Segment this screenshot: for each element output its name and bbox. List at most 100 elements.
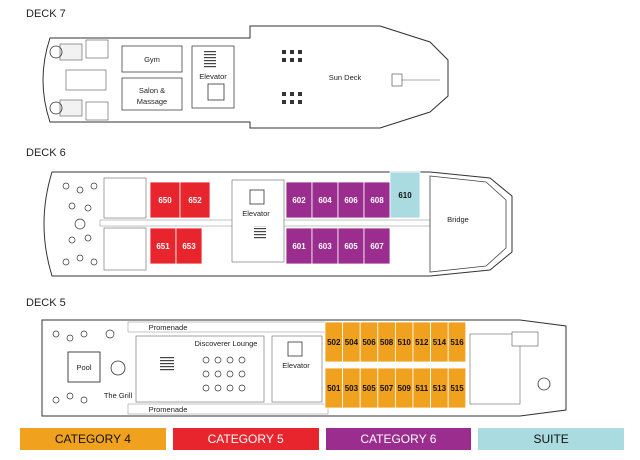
deck-7: DECK 7 Gym Salon & Massage Elevator Sun … <box>26 8 449 129</box>
deck-5: DECK 5 Promenade Promenade Pool The Gril… <box>26 297 567 417</box>
cabin-501-label: 501 <box>327 384 341 393</box>
deck-5-outdoor-seating <box>52 329 115 404</box>
deck-5-title: DECK 5 <box>26 297 66 309</box>
promenade-top-label: Promenade <box>149 323 188 332</box>
cabin-607[interactable]: 607 <box>363 227 391 265</box>
cabin-502[interactable]: 502 <box>324 321 344 363</box>
cabin-652-room[interactable] <box>179 181 211 219</box>
cabin-503[interactable]: 503 <box>342 367 361 409</box>
cabin-605-label: 605 <box>344 242 358 251</box>
elevator-icon <box>287 341 303 357</box>
cabin-608-label: 608 <box>370 196 384 205</box>
category-legend: CATEGORY 4 CATEGORY 5 CATEGORY 6 SUITE <box>20 428 624 450</box>
cabin-505-label: 505 <box>362 384 376 393</box>
cabin-501[interactable]: 501 <box>324 367 344 409</box>
spiral-stair-icon <box>49 101 63 115</box>
cabin-506-label: 506 <box>362 338 376 347</box>
sun-deck-furniture <box>282 50 302 104</box>
cabin-606-room[interactable] <box>337 181 365 219</box>
legend-category-6: CATEGORY 6 <box>325 428 472 450</box>
cabin-508-label: 508 <box>380 338 394 347</box>
cabin-511-label: 511 <box>415 384 428 393</box>
cabin-608-room[interactable] <box>363 181 391 219</box>
cabin-509[interactable]: 509 <box>394 367 414 409</box>
legend-suite: SUITE <box>478 428 624 450</box>
cabin-514-label: 514 <box>433 338 447 347</box>
lounge-seating <box>202 356 246 392</box>
cabin-515[interactable]: 515 <box>447 367 467 409</box>
massage-label: Massage <box>137 97 167 106</box>
elevator-icon <box>249 189 265 205</box>
cabin-610-room[interactable] <box>389 171 421 219</box>
cabin-651-room[interactable] <box>149 227 177 265</box>
anchor-icon <box>537 377 551 391</box>
cabin-603-label: 603 <box>318 242 332 251</box>
legend-category-6-label: CATEGORY 6 <box>360 432 437 446</box>
pool-label: Pool <box>76 363 91 372</box>
bridge-area <box>429 175 507 273</box>
cabin-605-room[interactable] <box>337 227 365 265</box>
cabin-604[interactable]: 604 <box>311 181 339 219</box>
hot-tub-icon <box>110 360 126 376</box>
cabin-504[interactable]: 504 <box>342 321 361 363</box>
cabin-516[interactable]: 516 <box>447 321 467 363</box>
cabin-606[interactable]: 606 <box>337 181 365 219</box>
legend-category-5-label: CATEGORY 5 <box>207 432 284 446</box>
deck-6-outdoor-seating <box>62 182 98 266</box>
cabin-510[interactable]: 510 <box>394 321 414 363</box>
cabin-602[interactable]: 602 <box>285 181 313 219</box>
stairs-icon <box>160 356 174 372</box>
cabin-506[interactable]: 506 <box>359 321 379 363</box>
cabin-650[interactable]: 650 <box>149 181 181 219</box>
cabin-606-label: 606 <box>344 196 358 205</box>
cabin-514[interactable]: 514 <box>430 321 449 363</box>
bridge-label: Bridge <box>447 215 469 224</box>
cabin-607-room[interactable] <box>363 227 391 265</box>
cabin-513-label: 513 <box>433 384 447 393</box>
cabin-512-label: 512 <box>415 338 429 347</box>
cabin-607-label: 607 <box>370 242 384 251</box>
legend-category-4-label: CATEGORY 4 <box>54 432 131 446</box>
cabin-605[interactable]: 605 <box>337 227 365 265</box>
cabin-511[interactable]: 511 <box>412 367 432 409</box>
cabin-507[interactable]: 507 <box>377 367 396 409</box>
cabin-653-room[interactable] <box>175 227 203 265</box>
deck-5-elevator-label: Elevator <box>282 361 310 370</box>
cabin-650-room[interactable] <box>149 181 181 219</box>
cabin-502-label: 502 <box>327 338 341 347</box>
cabin-603[interactable]: 603 <box>311 227 339 265</box>
cabin-601-label: 601 <box>292 242 306 251</box>
cabin-610[interactable]: 610 <box>389 171 421 219</box>
legend-category-5: CATEGORY 5 <box>172 428 319 450</box>
cabin-516-label: 516 <box>450 338 464 347</box>
cabin-610-label: 610 <box>398 191 412 200</box>
cabin-513[interactable]: 513 <box>430 367 449 409</box>
gym-room <box>121 45 183 73</box>
grill-label: The Grill <box>104 391 133 400</box>
cabin-601[interactable]: 601 <box>285 227 313 265</box>
stairs-icon <box>254 226 266 240</box>
cabin-652[interactable]: 652 <box>179 181 211 219</box>
cabin-601-room[interactable] <box>285 227 313 265</box>
cabin-604-room[interactable] <box>311 181 339 219</box>
elevator-label: Elevator <box>199 72 227 81</box>
gym-label: Gym <box>144 55 160 64</box>
cabin-651[interactable]: 651 <box>149 227 177 265</box>
deck-6-elevator-label: Elevator <box>242 209 270 218</box>
cabin-515-label: 515 <box>450 384 464 393</box>
cabin-515-room[interactable] <box>447 367 467 409</box>
cabin-608[interactable]: 608 <box>363 181 391 219</box>
legend-suite-label: SUITE <box>533 432 569 446</box>
cabin-603-room[interactable] <box>311 227 339 265</box>
promenade-bottom-label: Promenade <box>149 405 188 414</box>
discoverer-lounge <box>135 335 265 403</box>
cabin-653[interactable]: 653 <box>175 227 203 265</box>
deck-7-title: DECK 7 <box>26 8 66 20</box>
elevator-icon <box>207 83 225 101</box>
cabin-652-label: 652 <box>188 196 202 205</box>
cabin-508[interactable]: 508 <box>377 321 396 363</box>
cabin-516-room[interactable] <box>447 321 467 363</box>
cabin-505[interactable]: 505 <box>359 367 379 409</box>
cabin-512[interactable]: 512 <box>412 321 432 363</box>
